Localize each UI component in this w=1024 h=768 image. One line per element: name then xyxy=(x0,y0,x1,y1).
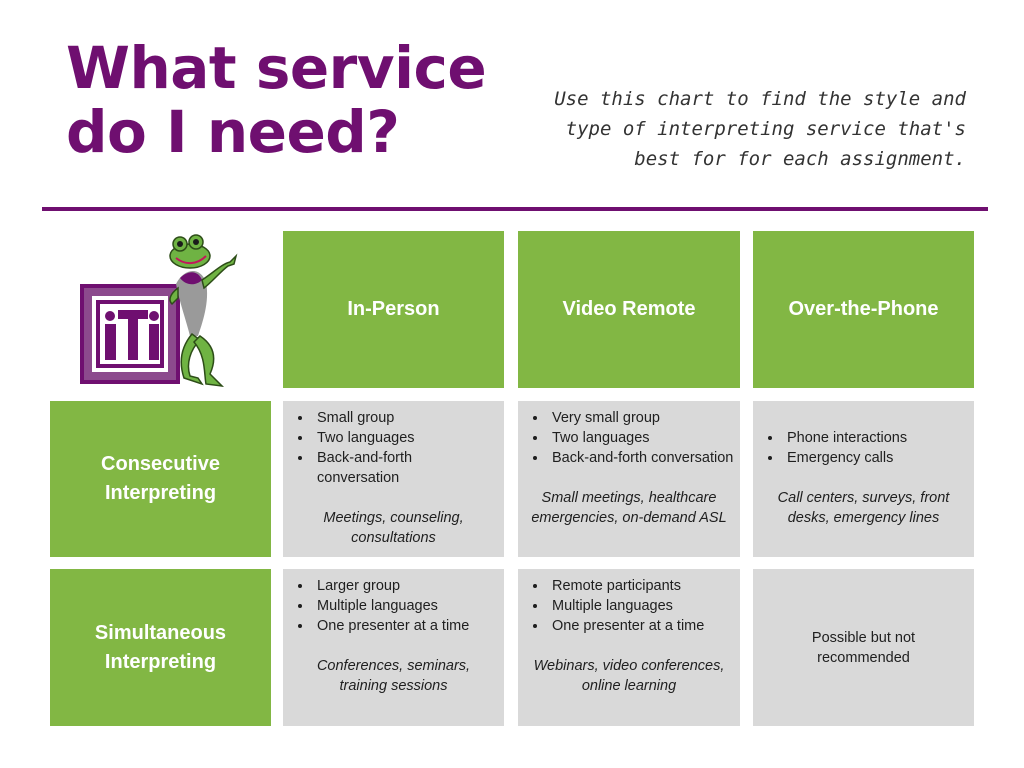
column-header-video-remote: Video Remote xyxy=(518,231,740,388)
subtitle-line-3: best for for each assignment. xyxy=(634,148,966,170)
bullet-list: Remote participants Multiple languages O… xyxy=(524,576,734,636)
iti-logo xyxy=(72,228,252,394)
note-text: Possible but not recommended xyxy=(812,628,915,668)
frog-mascot-icon xyxy=(80,234,238,388)
subtitle-line-1: Use this chart to find the style and xyxy=(554,88,966,110)
list-item: Emergency calls xyxy=(783,448,968,468)
header-divider xyxy=(42,207,988,211)
cell-simultaneous-video-remote: Remote participants Multiple languages O… xyxy=(518,569,740,726)
cell-consecutive-video-remote: Very small group Two languages Back-and-… xyxy=(518,401,740,557)
list-item: Small group xyxy=(313,408,498,428)
row-header-line-2: Interpreting xyxy=(104,650,217,673)
examples-text: Webinars, video conferences, online lear… xyxy=(524,656,734,696)
cell-simultaneous-in-person: Larger group Multiple languages One pres… xyxy=(283,569,504,726)
note-line-2: recommended xyxy=(817,649,910,666)
row-header-simultaneous: Simultaneous Interpreting xyxy=(50,569,271,726)
examples-line-1: Small meetings, healthcare xyxy=(541,490,717,506)
subtitle-line-2: type of interpreting service that's xyxy=(565,118,966,140)
row-header-consecutive: Consecutive Interpreting xyxy=(50,401,271,557)
list-item: Back-and-forth conversation xyxy=(548,448,734,468)
examples-line-1: Webinars, video conferences, xyxy=(533,658,725,674)
examples-line-1: Conferences, seminars, xyxy=(316,658,471,674)
row-header-label: Consecutive Interpreting xyxy=(101,450,220,508)
title-line-2: do I need? xyxy=(66,98,400,166)
examples-text: Meetings, counseling, consultations xyxy=(289,508,498,548)
column-header-label: Video Remote xyxy=(562,298,696,320)
title-line-1: What service xyxy=(66,34,487,102)
list-item: Back-and-forth conversation xyxy=(313,448,498,488)
examples-line-2: desks, emergency lines xyxy=(787,510,940,526)
examples-line-2: emergencies, on-demand ASL xyxy=(531,510,727,526)
examples-line-2: consultations xyxy=(351,530,436,546)
bullet-list: Larger group Multiple languages One pres… xyxy=(289,576,498,636)
row-header-label: Simultaneous Interpreting xyxy=(95,619,226,677)
column-header-over-the-phone: Over-the-Phone xyxy=(753,231,974,388)
examples-line-2: online learning xyxy=(581,678,677,694)
cell-simultaneous-over-the-phone: Possible but not recommended xyxy=(753,569,974,726)
note-line-1: Possible but not xyxy=(811,629,916,646)
subtitle: Use this chart to find the style and typ… xyxy=(526,84,966,174)
bullet-list: Very small group Two languages Back-and-… xyxy=(524,408,734,468)
examples-line-1: Call centers, surveys, front xyxy=(777,490,950,506)
bullet-list: Phone interactions Emergency calls xyxy=(759,428,968,468)
list-item: Very small group xyxy=(548,408,734,428)
column-header-in-person: In-Person xyxy=(283,231,504,388)
row-header-line-1: Consecutive xyxy=(101,453,220,475)
row-header-line-1: Simultaneous xyxy=(94,621,227,644)
list-item: Two languages xyxy=(313,428,498,448)
list-item: One presenter at a time xyxy=(548,616,734,636)
column-header-label: Over-the-Phone xyxy=(788,298,939,320)
page-title: What service do I need? xyxy=(66,34,487,166)
examples-line-2: training sessions xyxy=(339,678,448,694)
list-item: Multiple languages xyxy=(313,596,498,616)
examples-line-1: Meetings, counseling, xyxy=(323,510,464,526)
bullet-list: Small group Two languages Back-and-forth… xyxy=(289,408,498,488)
list-item: Larger group xyxy=(313,576,498,596)
list-item: Remote participants xyxy=(548,576,734,596)
column-header-label: In-Person xyxy=(347,298,440,320)
examples-text: Call centers, surveys, front desks, emer… xyxy=(759,488,968,528)
examples-text: Conferences, seminars, training sessions xyxy=(289,656,498,696)
cell-consecutive-in-person: Small group Two languages Back-and-forth… xyxy=(283,401,504,557)
examples-text: Small meetings, healthcare emergencies, … xyxy=(524,488,734,528)
cell-consecutive-over-the-phone: Phone interactions Emergency calls Call … xyxy=(753,401,974,557)
row-header-line-2: Interpreting xyxy=(104,482,217,504)
list-item: Phone interactions xyxy=(783,428,968,448)
list-item: Two languages xyxy=(548,428,734,448)
list-item: One presenter at a time xyxy=(313,616,498,636)
list-item: Multiple languages xyxy=(548,596,734,616)
